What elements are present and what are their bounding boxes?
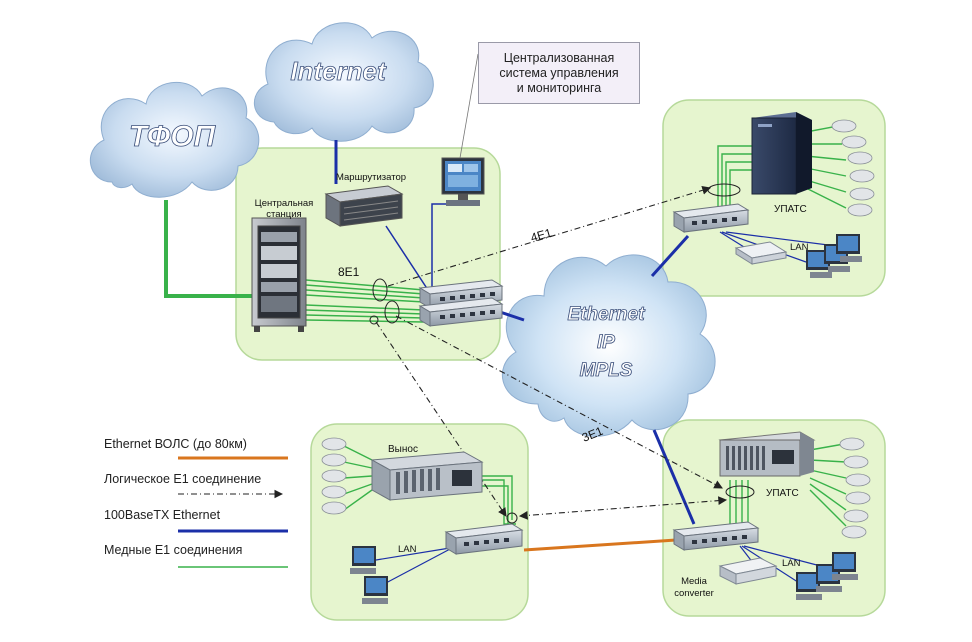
lan-bottom-left-label: LAN (398, 544, 417, 555)
bottom-left-pc-2 (362, 576, 388, 604)
lan-bottom-right-label: LAN (782, 558, 801, 569)
central-switch-bottom (418, 297, 504, 327)
e1-bundle-ring-2 (384, 300, 400, 324)
top-right-pc-3 (836, 234, 862, 262)
logical-e1-to-bottomright (395, 315, 723, 489)
media-converter-label-2: converter (674, 588, 714, 599)
pstn-station-link (164, 200, 252, 298)
e1-bundle-ring-1 (372, 278, 388, 302)
central-core-link (499, 310, 525, 322)
e1-8-label: 8E1 (338, 265, 360, 279)
bottom-left-pc-1 (350, 546, 376, 574)
management-box-pointer (459, 53, 479, 159)
bottom-left-site-area (310, 423, 529, 621)
top-right-phones (831, 119, 875, 217)
legend-copper-label: Медные Е1 соединения (104, 543, 243, 557)
management-system-box: Централизованная система управления и мо… (478, 42, 640, 104)
internet-cloud-label: Internet (290, 56, 387, 86)
fiber-link (523, 538, 677, 552)
top-right-pbx (751, 112, 812, 195)
monitoring-pc (441, 157, 485, 206)
remote-e1-junction (506, 512, 518, 524)
bottom-right-modem (718, 557, 778, 585)
central-station-label-1: Центральная (255, 198, 314, 209)
media-converter-switch (672, 521, 760, 551)
bottom-right-phones (839, 437, 871, 539)
bottomright-e1-ring (725, 485, 755, 499)
logical-e1-links (375, 186, 728, 520)
bottom-left-switch (444, 523, 524, 555)
logical-e1-to-topright (387, 186, 712, 287)
logical-e1-remote-bottomright (518, 496, 728, 520)
pstn-cloud-label: ТФОП (129, 120, 217, 153)
core-cloud: Ethernet IP MPLS (501, 254, 716, 437)
core-topright-link (650, 234, 690, 278)
upats-bottom-label: УПАТС (766, 488, 799, 499)
router-switch-link (385, 225, 429, 291)
logical-e1-junction (369, 315, 379, 325)
remote-label: Вынос (388, 444, 418, 455)
station-e1-bundle (305, 279, 425, 323)
remote-multiplexer (370, 451, 484, 501)
router-label: Маршрутизатор (336, 172, 406, 183)
media-converter-label-1: Media (681, 576, 708, 587)
core-cloud-line-1: Ethernet (567, 304, 645, 325)
e1-4-label: 4E1 (529, 225, 554, 244)
internet-cloud: Internet (253, 22, 434, 142)
top-right-switch (672, 203, 750, 233)
central-station-label-2: станция (266, 209, 301, 220)
core-cloud-line-3: MPLS (580, 360, 633, 381)
core-cloud-line-2: IP (597, 332, 615, 353)
central-station-rack (251, 217, 307, 332)
management-box-line-2: система управления (499, 65, 619, 80)
management-box-line-1: Централизованная (503, 50, 615, 65)
legend-logical-label: Логическое Е1 соединение (104, 472, 262, 486)
bottom-left-phones (321, 437, 347, 515)
upats-top-label: УПАТС (774, 204, 807, 215)
bottom-right-pc-1 (796, 572, 822, 600)
lan-top-label: LAN (790, 242, 809, 253)
management-box-line-3: и мониторинга (516, 80, 602, 95)
pstn-cloud: ТФОП (89, 81, 260, 198)
legend-fiber-label: Ethernet ВОЛС (до 80км) (104, 437, 247, 451)
legend-ethernet-label: 100BaseTX Ethernet (104, 508, 221, 522)
top-right-modem (734, 241, 788, 265)
bottomleft-lan-lines (375, 547, 453, 585)
bottom-right-pbx (718, 431, 816, 477)
bottom-right-pc-3 (832, 552, 858, 580)
router (324, 185, 404, 227)
